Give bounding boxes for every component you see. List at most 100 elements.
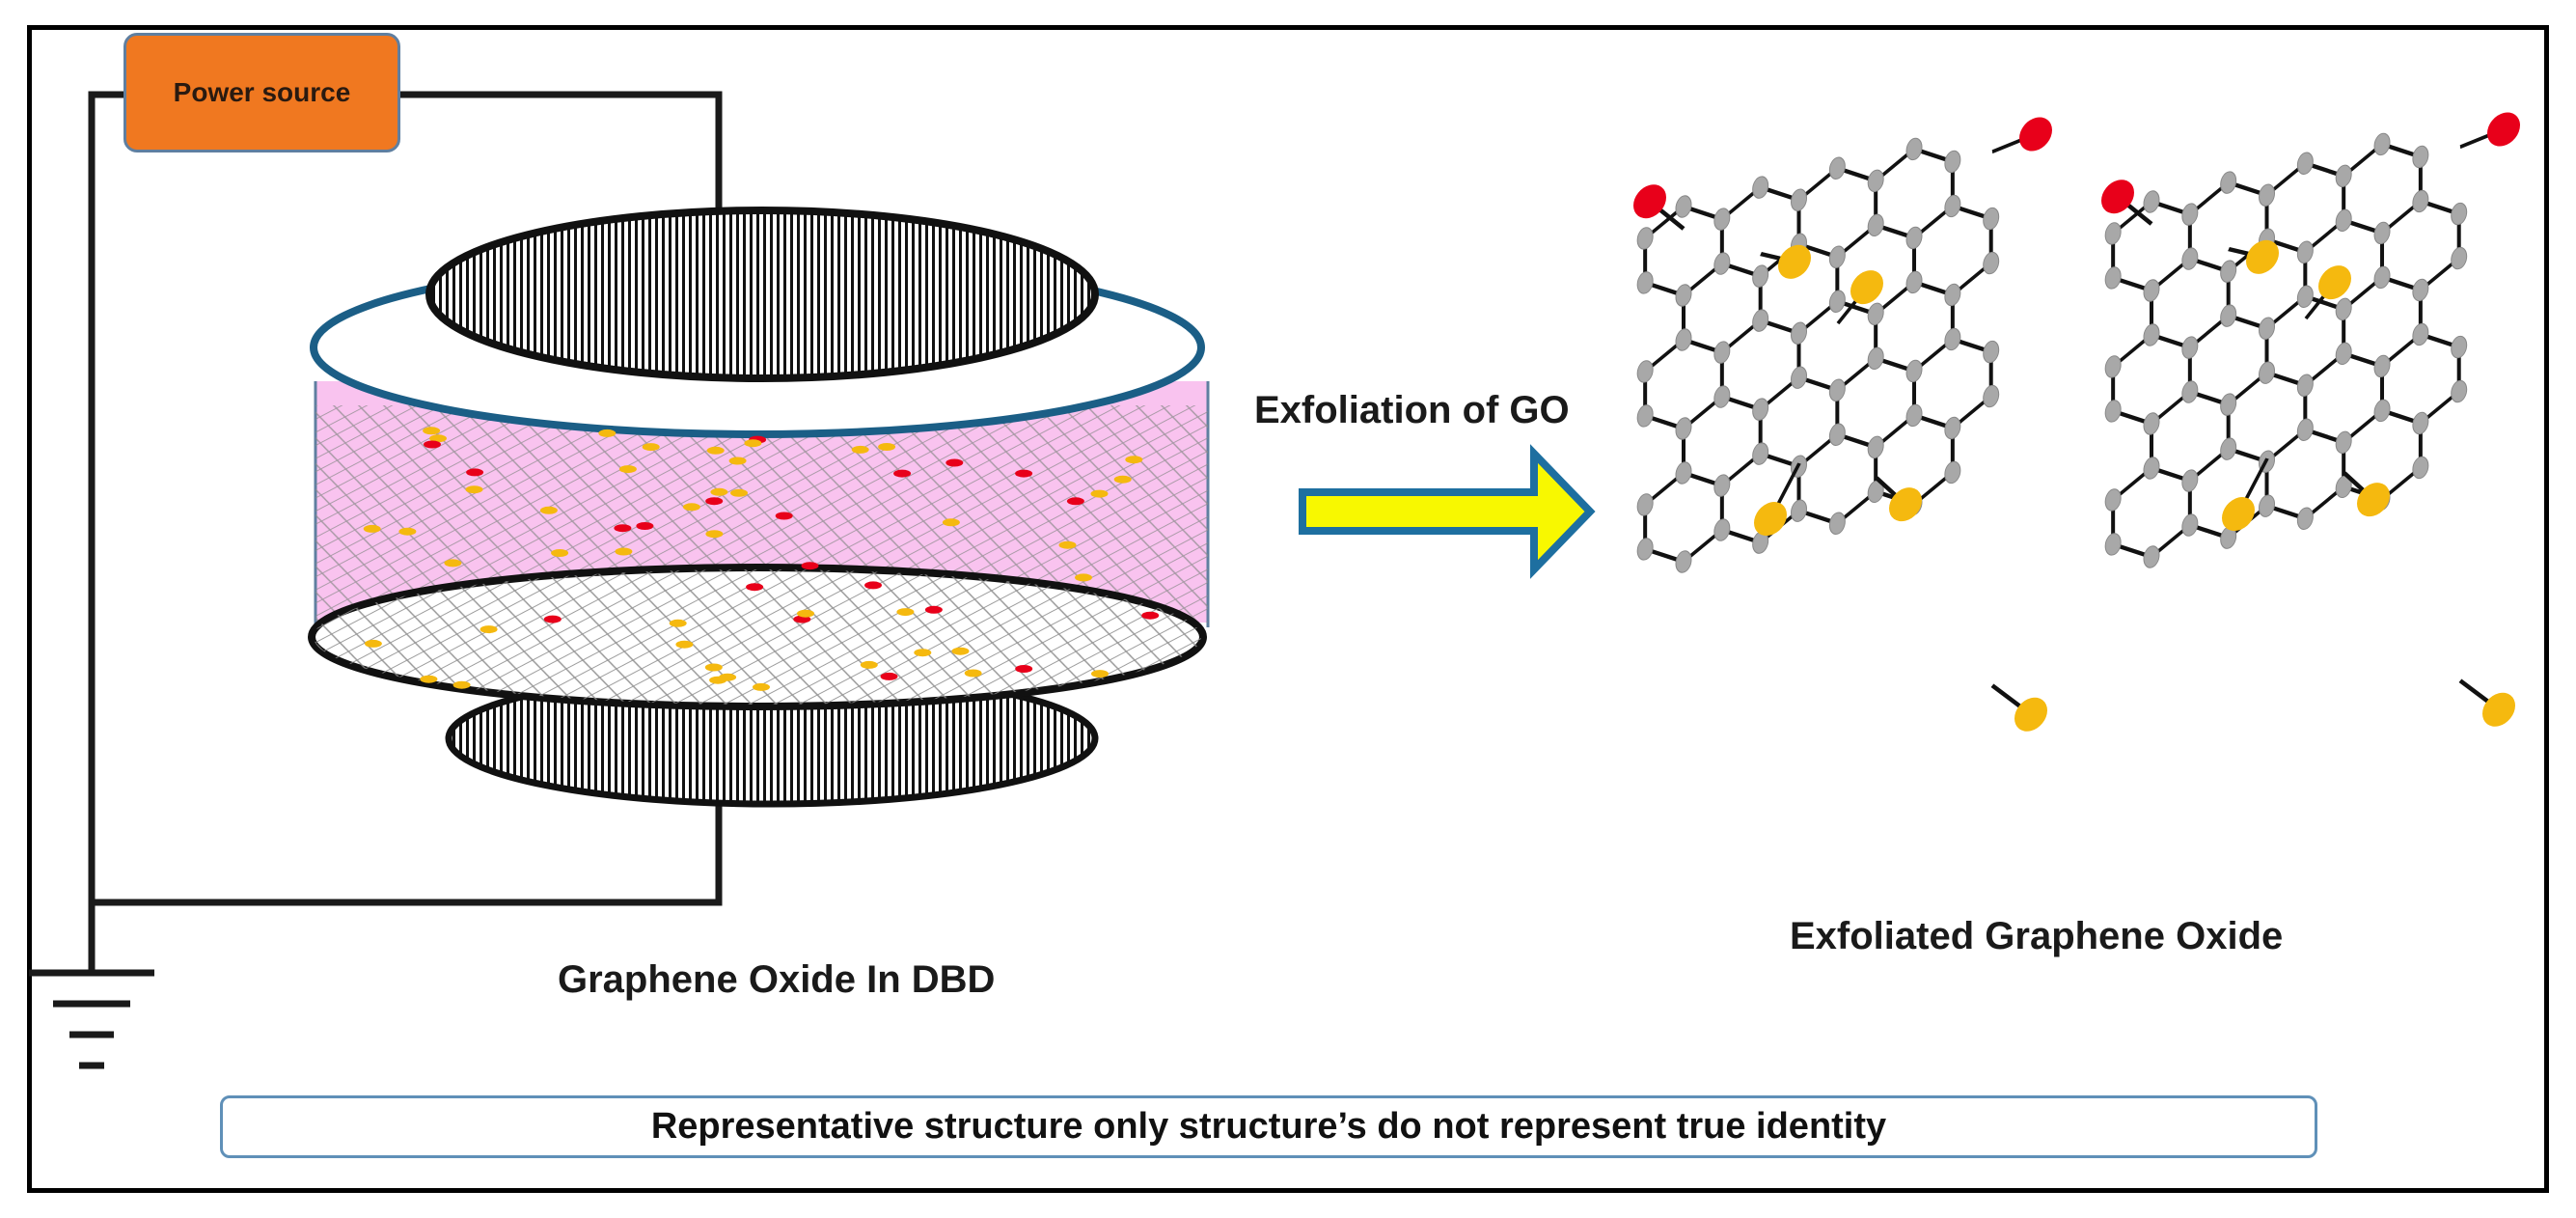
hydroxyl-marker: [444, 559, 462, 567]
hydroxyl-marker: [942, 518, 960, 527]
carbon-atom: [2104, 488, 2122, 512]
carbon-atom: [1828, 423, 1846, 446]
carbon-atom: [1944, 194, 1961, 218]
carbon-atom: [2259, 183, 2276, 207]
hydroxyl-group: [1889, 487, 1922, 522]
epoxy-marker: [924, 605, 943, 614]
carbon-atom: [2451, 379, 2468, 403]
carbon-atom: [1752, 442, 1769, 465]
carbon-atom: [1675, 195, 1692, 218]
hydroxyl-group: [2246, 239, 2279, 274]
hydroxyl-group: [2482, 692, 2515, 727]
hydroxyl-group: [1754, 502, 1787, 537]
carbon-atom: [1791, 188, 1808, 211]
carbon-atom: [1828, 378, 1846, 401]
carbon-atom: [2412, 278, 2429, 302]
carbon-atom: [2181, 336, 2199, 359]
carbon-atom: [1905, 270, 1923, 294]
carbon-atom: [2259, 361, 2276, 384]
epoxy-marker: [775, 512, 793, 520]
hydroxyl-marker: [551, 549, 569, 557]
hydroxyl-marker: [704, 663, 723, 672]
carbon-atom: [1791, 499, 1808, 522]
carbon-atom: [2104, 355, 2122, 378]
carbon-atom: [2373, 399, 2391, 423]
hydroxyl-marker: [706, 446, 725, 455]
carbon-atom: [2335, 342, 2352, 366]
carbon-atom: [1636, 538, 1654, 561]
hydroxyl-marker: [615, 547, 633, 556]
carbon-atom: [2104, 400, 2122, 423]
carbon-atom: [1867, 480, 1884, 504]
carbon-atom: [1752, 176, 1769, 199]
oxygen-atom: [2487, 112, 2520, 147]
hydroxyl-group: [2318, 265, 2351, 300]
hydroxyl-marker: [710, 487, 728, 496]
carbon-atom: [1867, 169, 1884, 193]
epoxy-marker: [705, 497, 724, 506]
hydroxyl-marker: [364, 639, 382, 648]
hydroxyl-group: [1850, 270, 1883, 305]
carbon-atom: [1905, 137, 1923, 161]
carbon-atom: [1983, 207, 2000, 231]
carbon-atom: [2220, 304, 2237, 327]
carbon-atom: [1828, 156, 1846, 180]
graphene-oxide-sheet-right: [2101, 112, 2520, 727]
graphene-oxide-sheet-left: [1633, 117, 2052, 732]
hydroxyl-marker: [914, 649, 932, 657]
hydroxyl-marker: [878, 443, 896, 451]
carbon-atom: [1636, 360, 1654, 383]
carbon-atom: [2412, 456, 2429, 480]
hydroxyl-marker: [744, 439, 762, 448]
carbon-atom: [2451, 246, 2468, 270]
hydroxyl-marker: [705, 530, 724, 539]
epoxy-marker: [1066, 497, 1084, 506]
carbon-atom: [2143, 190, 2160, 213]
hydroxyl-marker: [851, 445, 869, 454]
hydroxyl-marker: [964, 669, 982, 678]
hydroxyl-marker: [1058, 540, 1077, 549]
hydroxyl-marker: [363, 524, 381, 533]
carbon-atom: [2451, 202, 2468, 226]
carbon-atom: [1675, 284, 1692, 307]
hydroxyl-marker: [598, 429, 617, 437]
carbon-atom: [2181, 203, 2199, 226]
graphene-in-dbd-label: Graphene Oxide In DBD: [558, 958, 996, 1001]
carbon-atom: [2412, 189, 2429, 213]
hydroxyl-marker: [429, 434, 447, 443]
hydroxyl-marker: [1125, 456, 1143, 464]
epoxy-marker: [864, 581, 882, 590]
carbon-atom: [1828, 512, 1846, 535]
carbon-atom: [2220, 437, 2237, 460]
carbon-atom: [1867, 302, 1884, 326]
carbon-atom: [2335, 164, 2352, 188]
carbon-atom: [2220, 393, 2237, 416]
hydroxyl-marker: [423, 427, 441, 435]
epoxy-marker: [801, 562, 819, 570]
carbon-atom: [2143, 412, 2160, 435]
carbon-atom: [1791, 321, 1808, 345]
carbon-atom: [2220, 171, 2237, 194]
carbon-atom: [2296, 507, 2314, 530]
carbon-atom: [1983, 384, 2000, 408]
functional-group-markers: [363, 427, 1160, 691]
hydroxyl-marker: [951, 647, 970, 655]
carbon-atom: [2259, 494, 2276, 517]
epoxy-marker: [1141, 611, 1160, 620]
hydroxyl-marker: [669, 619, 687, 627]
carbon-atom: [2335, 430, 2352, 455]
hydroxyl-marker: [797, 609, 814, 618]
oxygen-atom: [1633, 184, 1666, 219]
carbon-atom: [1828, 245, 1846, 268]
carbon-atom: [1675, 550, 1692, 573]
ground-icon: [29, 969, 154, 1069]
power-source-box: Power source: [123, 33, 400, 152]
carbon-atom: [1983, 251, 2000, 275]
hydroxyl-marker: [860, 660, 878, 669]
hydroxyl-marker: [682, 503, 700, 512]
carbon-atom: [2412, 411, 2429, 435]
hydroxyl-marker: [1075, 573, 1092, 582]
carbon-atom: [1636, 493, 1654, 516]
carbon-atom: [1944, 327, 1961, 351]
